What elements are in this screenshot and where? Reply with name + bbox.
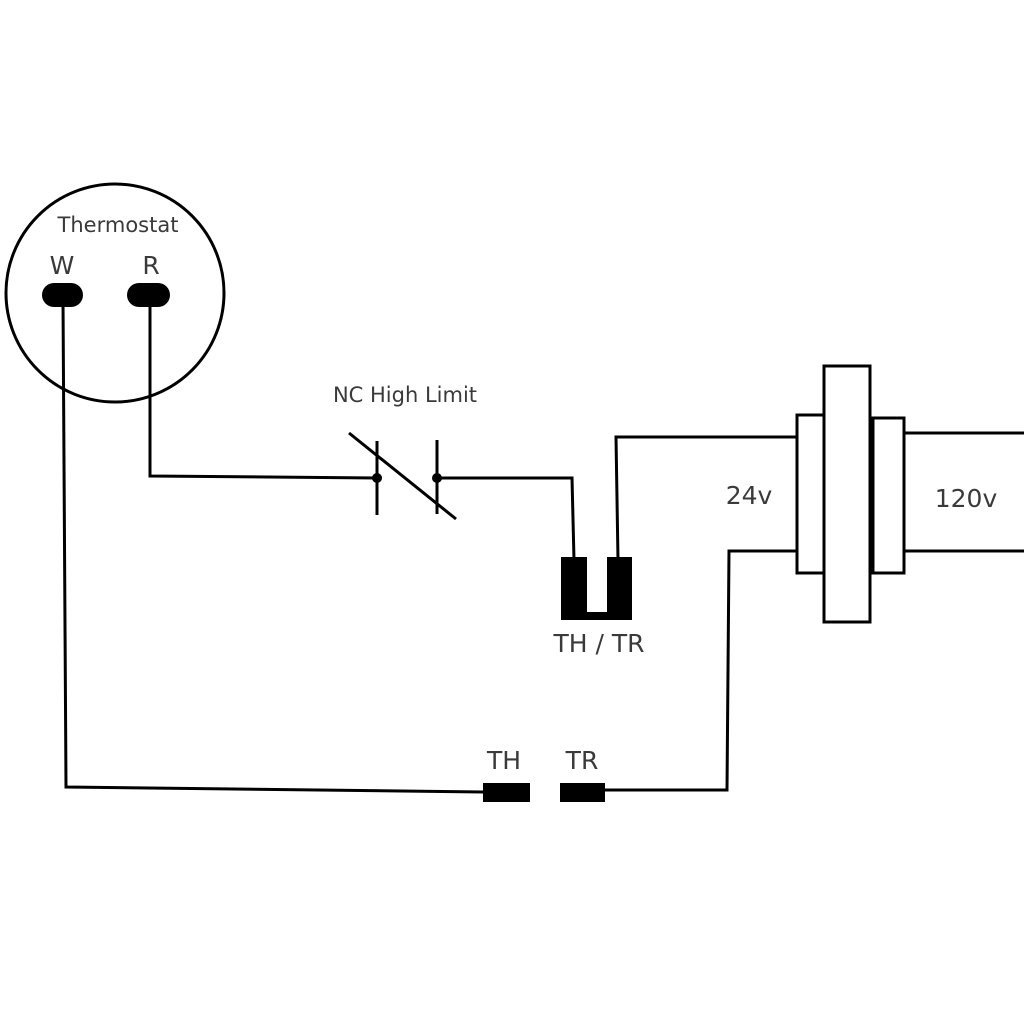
transformer-secondary-coil (795, 413, 826, 575)
nc-high-limit-switch: NC High Limit (333, 383, 477, 521)
transformer-core (822, 364, 872, 624)
lower-th-label: TH (486, 746, 521, 775)
thermostat-body (4, 182, 226, 404)
wire-w-to-th (61, 299, 484, 794)
upper-terminal-block: TH / TR (552, 557, 645, 658)
thermostat: Thermostat W R (4, 182, 226, 404)
high-limit-label: NC High Limit (333, 383, 477, 407)
primary-voltage-label: 120v (935, 484, 998, 513)
thermostat-title: Thermostat (57, 213, 179, 237)
terminal-w-label: W (50, 251, 75, 280)
wire-r-to-high-limit (148, 300, 378, 480)
terminal-r-label: R (142, 251, 159, 280)
terminal-w (42, 283, 83, 307)
lower-tr-terminal (560, 783, 605, 802)
wire-high-limit-to-th (437, 476, 576, 561)
lower-th-terminal (483, 783, 530, 802)
secondary-voltage-label: 24v (726, 481, 773, 510)
high-limit-node-left (372, 473, 382, 483)
th-tr-terminal-block (561, 557, 632, 620)
wire-transformer-to-tr (604, 549, 797, 792)
high-limit-blade (348, 431, 457, 521)
transformer-primary-coil (871, 416, 906, 575)
transformer: 24v 120v (726, 364, 998, 624)
lower-tr-label: TR (565, 746, 599, 775)
lower-terminals: TH TR (483, 746, 605, 802)
upper-terminals-label: TH / TR (552, 629, 644, 658)
terminal-r (127, 283, 170, 307)
wire-tr-to-transformer (614, 435, 797, 561)
